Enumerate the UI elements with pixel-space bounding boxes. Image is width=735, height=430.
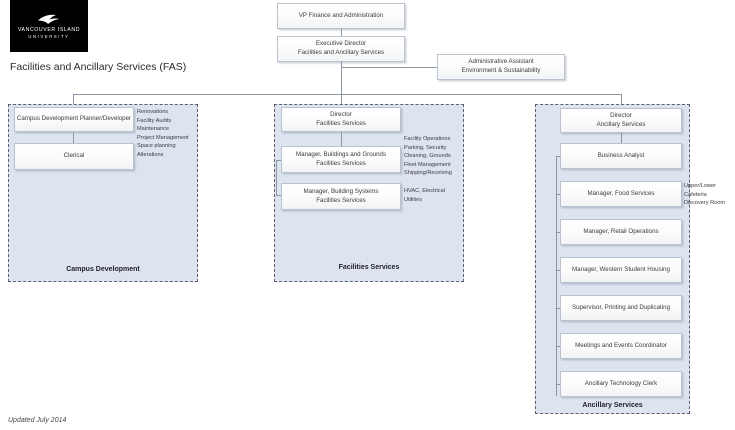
node-ancillary-technology-clerk: Ancillary Technology Clerk (560, 371, 682, 397)
connector-vp-to-exec (341, 29, 342, 36)
connector-stub-food-services (556, 194, 561, 195)
page-title: Facilities and Ancillary Services (FAS) (10, 61, 187, 73)
node-manager-buildings-and-grounds: Manager, Buildings and Grounds Facilitie… (281, 146, 401, 173)
annotation-buildings-grounds-scope: Facility Operations Parking, Security Cl… (404, 135, 452, 178)
updated-date-note: Updated July 2014 (8, 417, 67, 424)
connector-stub-printing-duplicating (556, 308, 561, 309)
node-line-2: Facilities Services (316, 119, 366, 127)
node-vp-finance: VP Finance and Administration (277, 3, 405, 29)
node-line-2: Facilities and Ancillary Services (297, 49, 385, 56)
connector-director-facilities-drop (341, 132, 342, 146)
node-line-1: Campus Development Planner/Developer (16, 115, 132, 122)
connector-bus-to-facilities (341, 94, 342, 105)
node-manager-building-systems: Manager, Building Systems Facilities Ser… (281, 183, 401, 210)
annotation-item: Fleet Management (404, 161, 451, 168)
connector-facilities-spine (276, 160, 277, 195)
node-line-1: Manager, Retail Operations (583, 227, 659, 235)
node-line-1: Clerical (63, 152, 85, 159)
node-line-1: Manager, Western Student Housing (572, 265, 670, 273)
connector-exec-to-admin (341, 67, 437, 68)
panel-label-ancillary-services: Ancillary Services (582, 402, 643, 409)
node-line-2: Facilities Services (316, 196, 366, 204)
node-campus-development-planner: Campus Development Planner/Developer (14, 107, 134, 132)
annotation-item: Renovations (137, 109, 169, 115)
node-line-1: Administrative Assistant (468, 58, 534, 66)
logo-text-line1: VANCOUVER ISLAND (17, 27, 81, 34)
annotation-item: Parking, Security (404, 144, 447, 151)
connector-director-ancillary-drop (621, 133, 622, 143)
eagle-mark-icon (38, 14, 60, 25)
node-administrative-assistant: Administrative Assistant Environment & S… (437, 54, 565, 80)
node-line-1: Manager, Food Services (587, 189, 655, 197)
connector-exec-to-bus (341, 67, 342, 94)
node-line-1: Business Analyst (597, 151, 645, 159)
node-supervisor-printing-duplicating: Supervisor, Printing and Duplicating (560, 295, 682, 321)
logo-text-line2: UNIVERSITY (28, 33, 70, 39)
annotation-item: Shipping/Receiving (404, 170, 452, 176)
node-line-1: Meetings and Events Coordinator (575, 341, 667, 349)
node-line-2: Ancillary Services (596, 120, 646, 128)
annotation-item: Upper/Lower (684, 183, 717, 189)
node-line-1: Executive Director (315, 40, 367, 48)
connector-stub-retail-operations (556, 232, 561, 233)
node-executive-director: Executive Director Facilities and Ancill… (277, 36, 405, 62)
node-manager-food-services: Manager, Food Services (560, 181, 682, 207)
annotation-item: Cleaning, Grounds (404, 153, 451, 159)
annotation-item: Space planning (137, 143, 176, 149)
connector-ancillary-spine (556, 156, 557, 396)
node-clerical: Clerical (14, 143, 134, 170)
annotation-item: Alterations (137, 151, 164, 158)
annotation-item: Utilities (404, 196, 423, 203)
connector-bus-to-campus (73, 94, 74, 105)
node-manager-retail-operations: Manager, Retail Operations (560, 219, 682, 245)
annotation-food-services-scope: Upper/Lower Cafeteria Discovery Room (684, 182, 725, 208)
annotation-item: Project Management (137, 134, 189, 141)
connector-exec-stub (341, 62, 342, 67)
connector-stub-buildings-grounds (276, 160, 281, 161)
node-line-2: Environment & Sustainability (461, 67, 541, 74)
annotation-item: Maintenance (137, 126, 170, 132)
node-line-1: VP Finance and Administration (298, 11, 384, 19)
connector-planner-to-clerical (73, 132, 74, 143)
node-line-1: Director (330, 110, 352, 118)
node-manager-western-student-housing: Manager, Western Student Housing (560, 257, 682, 283)
node-line-1: Ancillary Technology Clerk (584, 379, 658, 387)
node-line-1: Supervisor, Printing and Duplicating (571, 303, 671, 311)
node-director-ancillary-services: Director Ancillary Services (560, 108, 682, 133)
annotation-item: Facility Operations (404, 136, 451, 142)
connector-stub-meetings-events (556, 346, 561, 347)
node-business-analyst: Business Analyst (560, 143, 682, 169)
connector-stub-technology-clerk (556, 384, 561, 385)
annotation-item: Cafeteria (684, 191, 707, 198)
connector-horizontal-bus (73, 94, 621, 95)
node-line-2: Facilities Services (316, 159, 366, 167)
annotation-campus-development-scope: Renovations Facility Audits Maintenance … (137, 108, 189, 159)
annotation-item: Facility Audits (137, 117, 172, 124)
node-director-facilities-services: Director Facilities Services (281, 107, 401, 132)
node-meetings-events-coordinator: Meetings and Events Coordinator (560, 333, 682, 359)
connector-stub-business-analyst (556, 156, 561, 157)
panel-label-campus-development: Campus Development (66, 266, 140, 273)
connector-stub-building-systems (276, 195, 281, 196)
connector-bus-to-ancillary (621, 94, 622, 105)
node-line-1: Manager, Building Systems (303, 187, 379, 195)
node-line-1: Manager, Buildings and Grounds (295, 150, 387, 158)
annotation-building-systems-scope: HVAC, Electrical Utilities (404, 187, 445, 204)
annotation-item: HVAC, Electrical (404, 188, 445, 194)
panel-label-facilities-services: Facilities Services (338, 264, 400, 271)
university-logo: VANCOUVER ISLAND UNIVERSITY (10, 0, 88, 52)
annotation-item: Discovery Room (684, 200, 726, 206)
connector-stub-student-housing (556, 270, 561, 271)
panel-campus-development: Campus Development (8, 104, 198, 282)
node-line-1: Director (610, 111, 632, 119)
